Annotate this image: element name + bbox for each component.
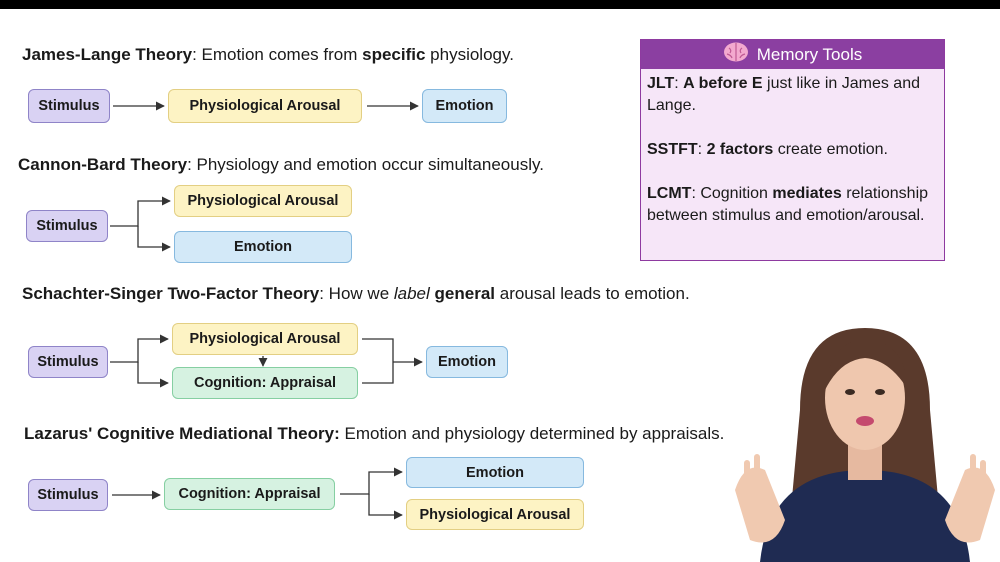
jl-emotion-box: Emotion: [422, 89, 507, 123]
top-bar: [0, 0, 1000, 9]
lazarus-title: Lazarus' Cognitive Mediational Theory:: [24, 424, 340, 443]
lz-emotion-box: Emotion: [406, 457, 584, 488]
james-lange-heading: James-Lange Theory: Emotion comes from s…: [22, 45, 514, 64]
ss-merge-line: [362, 338, 394, 384]
ss-emotion-box: Emotion: [426, 346, 508, 378]
ss-stimulus-box: Stimulus: [28, 346, 108, 378]
schachter-singer-heading: Schachter-Singer Two-Factor Theory: How …: [22, 284, 690, 303]
ss-arousal-box: Physiological Arousal: [172, 323, 358, 355]
memory-tools-body: JLT: A before E just like in James and L…: [641, 69, 944, 231]
cb-arousal-box: Physiological Arousal: [174, 185, 352, 217]
cannon-bard-title: Cannon-Bard Theory: [18, 155, 188, 174]
ss-arrow-arousal: [110, 334, 169, 363]
jl-stimulus-box: Stimulus: [28, 89, 110, 123]
schachter-singer-title: Schachter-Singer Two-Factor Theory: [22, 284, 320, 303]
memory-item-sstft: SSTFT: 2 factors create emotion.: [647, 141, 888, 158]
ss-arrow-appraisal: [137, 362, 169, 388]
cb-arrow-emotion: [137, 226, 171, 252]
cannon-bard-heading: Cannon-Bard Theory: Physiology and emoti…: [18, 155, 544, 174]
lz-arousal-box: Physiological Arousal: [406, 499, 584, 530]
memory-tools-title: Memory Tools: [756, 44, 863, 64]
cb-arrow-arousal: [110, 196, 171, 227]
james-lange-title: James-Lange Theory: [22, 45, 193, 64]
memory-item-jlt: JLT: A before E just like in James and L…: [647, 75, 920, 114]
memory-tools-header: Memory Tools: [641, 40, 944, 69]
lz-arrow-emotion: [340, 467, 403, 495]
lz-arrow-arousal: [368, 494, 403, 520]
memory-tools-panel: Memory Tools JLT: A before E just like i…: [640, 39, 945, 261]
jl-arousal-box: Physiological Arousal: [168, 89, 362, 123]
lz-appraisal-box: Cognition: Appraisal: [164, 478, 335, 510]
presenter-image: [735, 328, 995, 562]
lazarus-heading: Lazarus' Cognitive Mediational Theory: E…: [24, 424, 725, 443]
cb-stimulus-box: Stimulus: [26, 210, 108, 242]
ss-appraisal-box: Cognition: Appraisal: [172, 367, 358, 399]
brain-icon: [723, 41, 749, 68]
memory-item-lcmt: LCMT: Cognition mediates relationship be…: [647, 185, 929, 224]
cb-emotion-box: Emotion: [174, 231, 352, 263]
lz-stimulus-box: Stimulus: [28, 479, 108, 511]
